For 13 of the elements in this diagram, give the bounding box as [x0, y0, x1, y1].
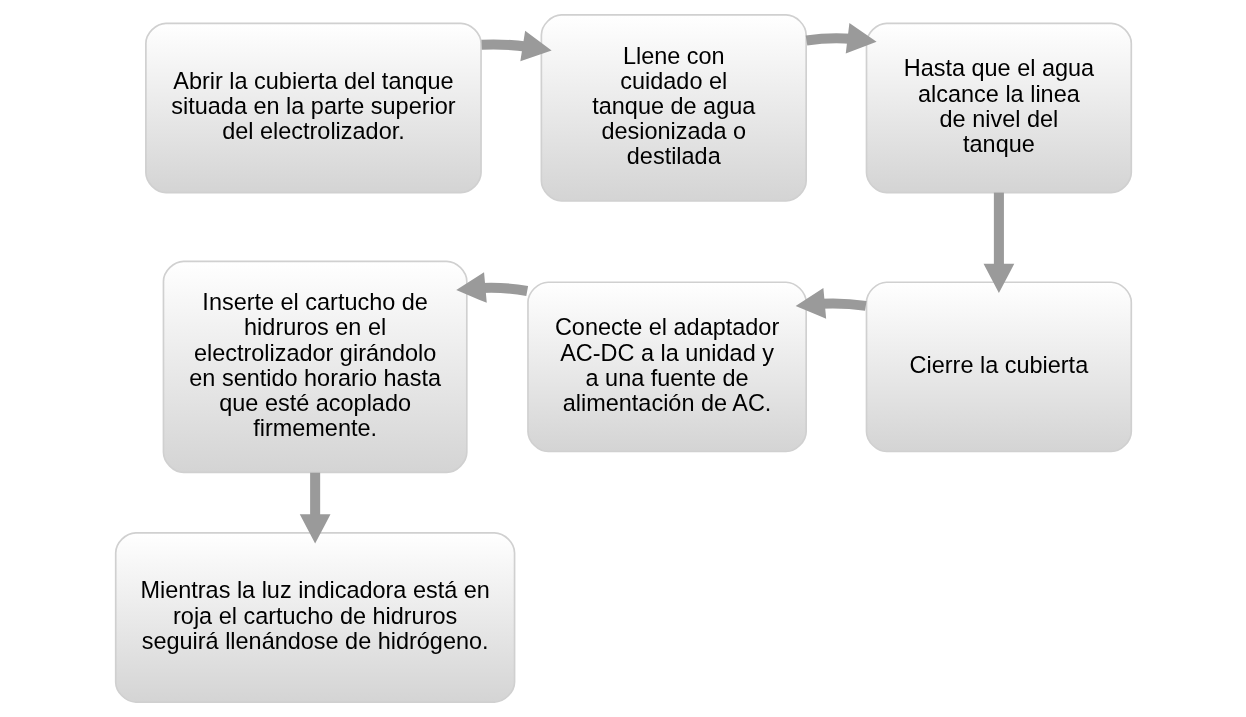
node-box: Llene con cuidado el tanque de agua desionizada o destilada [540, 14, 807, 202]
node-box: Cierre la cubierta [865, 281, 1132, 453]
arrow [983, 192, 1014, 294]
node-box: Inserte el cartucho de hidruros en el electrolizador girándolo en sentido horario hasta que esté acoplado firmemente. [162, 260, 468, 474]
node-box: Mientras la luz indicadora está en roja el cartucho de hidruros seguirá llenándose de hidrógeno. [114, 531, 515, 703]
node-box: Hasta que el agua alcance la linea de nivel del tanque [865, 22, 1132, 194]
arrow [455, 272, 528, 303]
arrow [795, 288, 866, 319]
arrow [480, 30, 552, 62]
node-box: Conecte el adaptador AC-DC a la unidad y a una fuente de alimentación de AC. [526, 281, 807, 453]
node-box: Abrir la cubierta del tanque situada en la parte superior del electrolizador. [144, 22, 482, 194]
arrow [299, 472, 330, 544]
arrow [805, 23, 877, 54]
